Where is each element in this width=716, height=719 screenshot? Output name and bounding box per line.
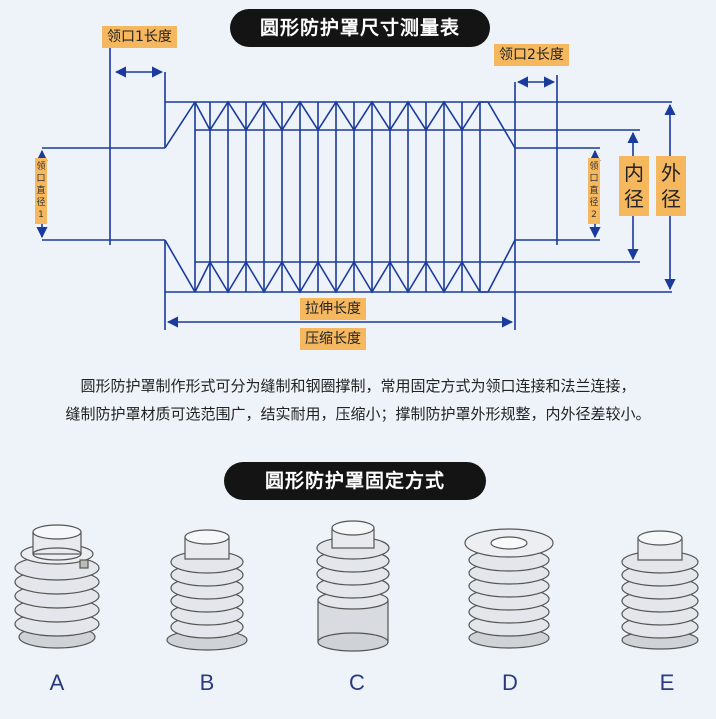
variant-illustrations — [14, 520, 699, 652]
variant-e-bellows — [621, 530, 699, 650]
outer-diameter-label: 外径 — [656, 156, 686, 216]
stretch-length-label: 拉伸长度 — [300, 298, 366, 320]
variant-label-e: E — [659, 670, 675, 695]
inner-diameter-label: 内径 — [619, 156, 649, 216]
description-line-1: 圆形防护罩制作形式可分为缝制和钢圈撑制，常用固定方式为领口连接和法兰连接， — [80, 377, 636, 395]
variant-label-b: B — [199, 670, 215, 695]
collar2-length-label: 领口2长度 — [494, 44, 569, 66]
variant-d-bellows — [464, 528, 554, 649]
collar1-diameter-label: 领口直径1 — [35, 158, 47, 224]
variant-label-a: A — [49, 670, 65, 695]
compressed-length-label: 压缩长度 — [300, 328, 366, 350]
collar2-diameter-label: 领口直径2 — [588, 158, 600, 224]
section-title-fixing-methods: 圆形防护罩固定方式 — [224, 462, 486, 500]
collar1-length-label: 领口1长度 — [102, 26, 177, 48]
variant-b-bellows — [166, 529, 248, 651]
variant-a-bellows — [14, 524, 100, 649]
variant-label-c: C — [349, 670, 365, 695]
bellows-outline — [42, 48, 672, 330]
variant-label-d: D — [502, 670, 518, 695]
diagram-title: 圆形防护罩尺寸测量表 — [230, 9, 490, 47]
description: 圆形防护罩制作形式可分为缝制和钢圈撑制，常用固定方式为领口连接和法兰连接， 缝制… — [20, 372, 696, 428]
description-line-2: 缝制防护罩材质可选范围广，结实耐用，压缩小；撑制防护罩外形规整，内外径差较小。 — [65, 405, 651, 423]
variant-c-bellows — [316, 520, 390, 652]
